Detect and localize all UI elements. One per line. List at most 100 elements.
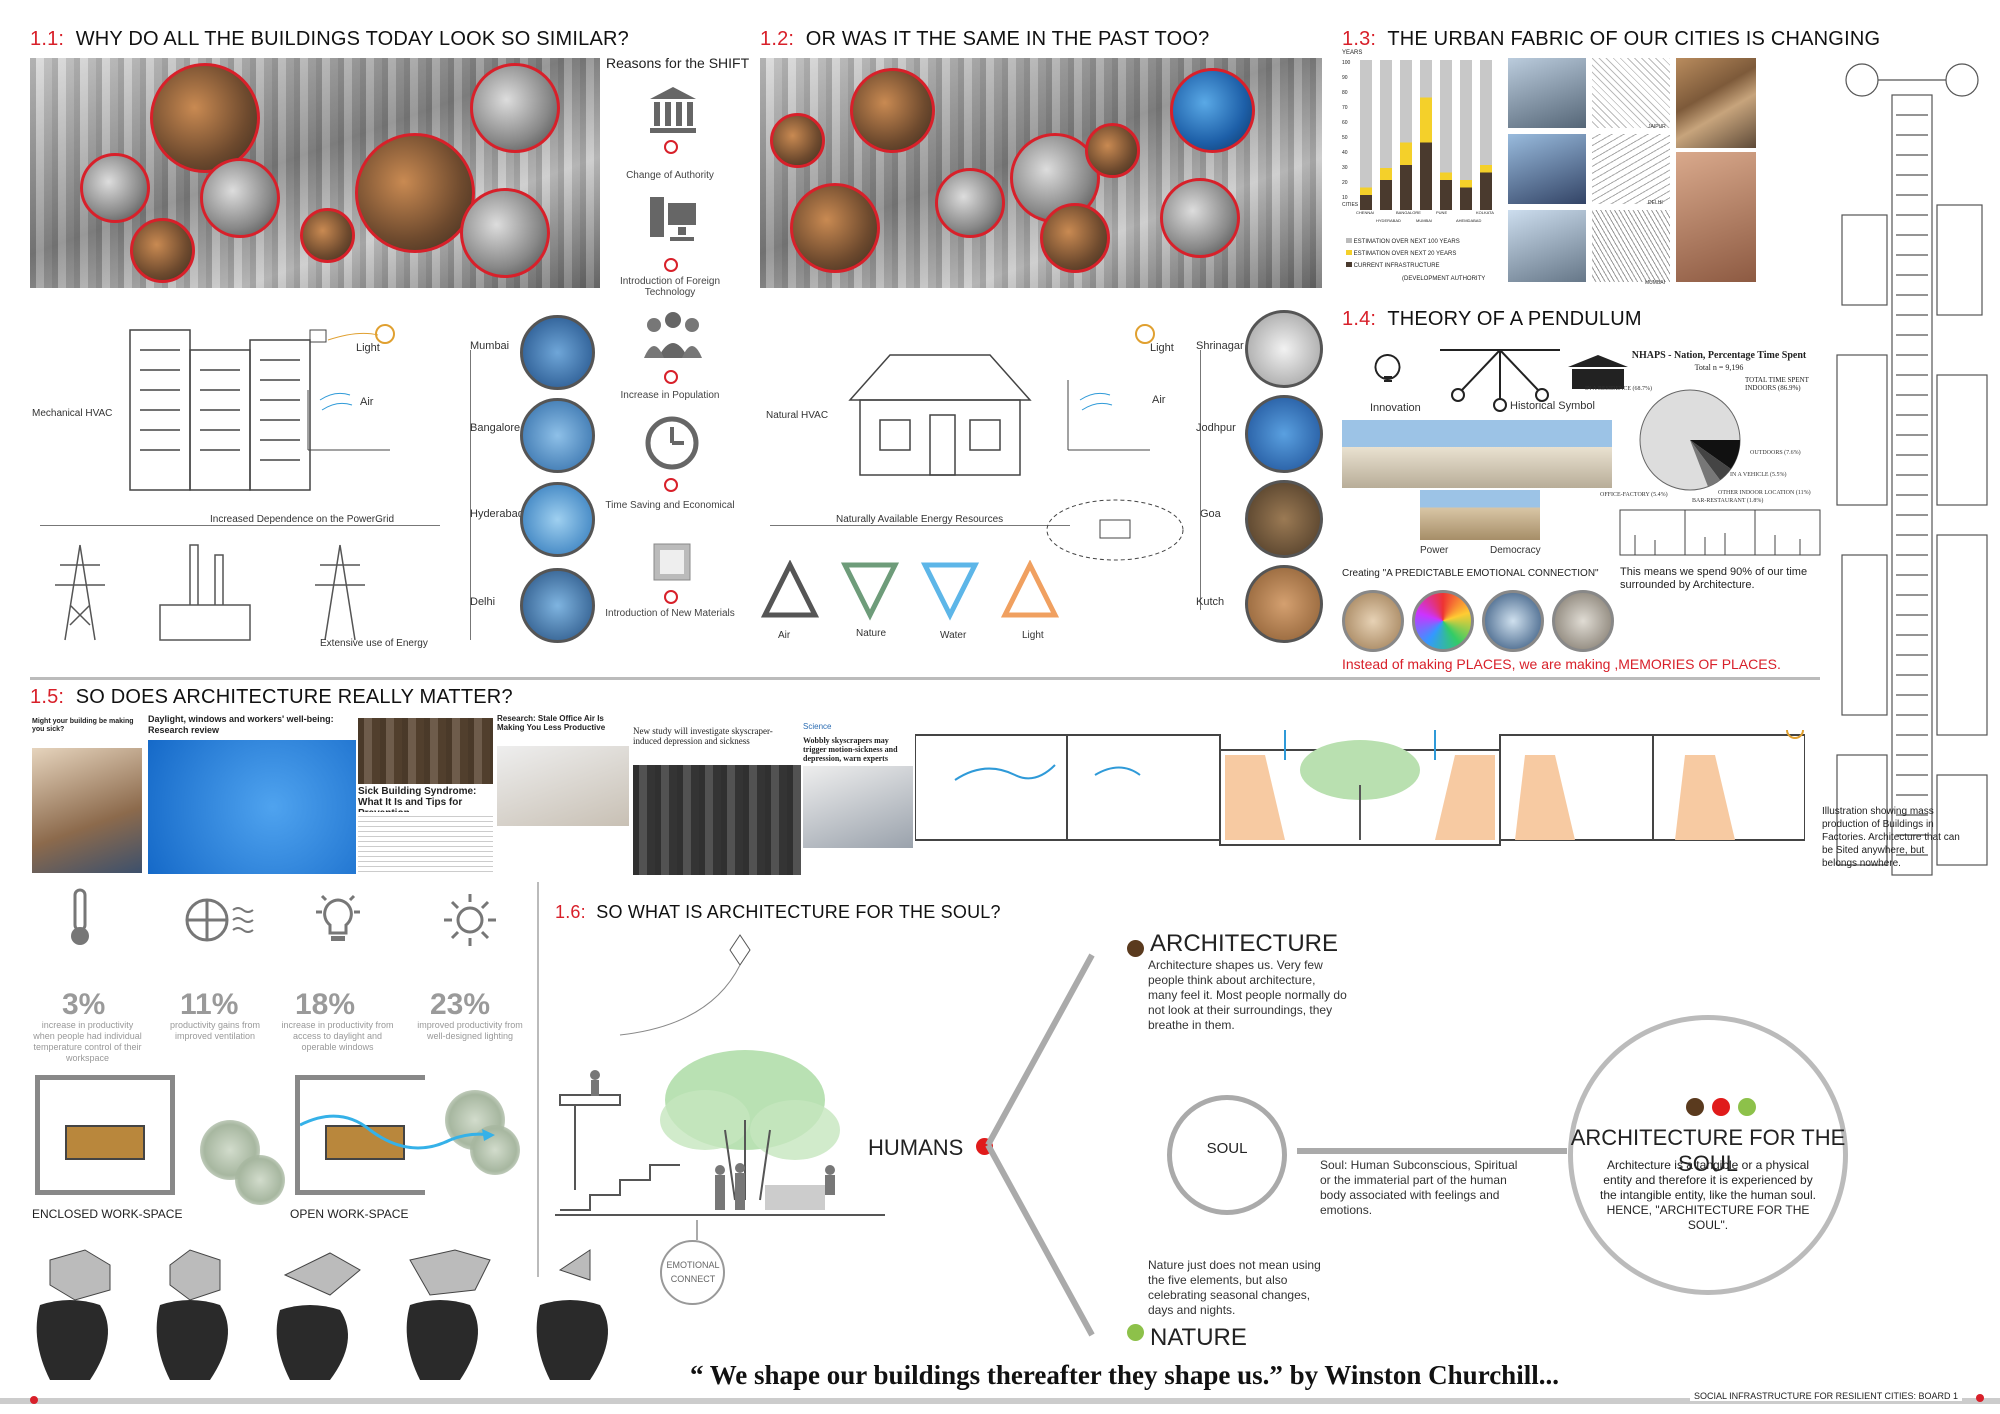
chart-bar (1360, 60, 1372, 210)
open-workspace-top (295, 1075, 425, 1080)
article-clip: Wobbly skyscrapers may trigger motion-si… (803, 736, 898, 763)
architecture-for-the-soul-circle (1568, 1015, 1848, 1295)
house-sketch (848, 354, 1032, 476)
stat-caption: improved productivity from well-designed… (417, 1020, 523, 1041)
pie-chart (1639, 389, 1741, 491)
section-1-2-title: 1.2: OR WAS IT THE SAME IN THE PAST TOO? (760, 28, 1210, 50)
memory-photo (1552, 590, 1614, 652)
city-map (1592, 58, 1670, 128)
city-label: Bangalore (470, 422, 521, 434)
innovation-label: Innovation (1370, 402, 1421, 414)
chart-bar (1440, 180, 1452, 210)
memory-photo (1412, 590, 1474, 652)
architecture-text: Architecture shapes us. Very few people … (1148, 958, 1347, 1032)
nature-heading: NATURE (1150, 1324, 1247, 1351)
shrinagar-photo (1245, 310, 1323, 388)
urban-photo (1508, 58, 1586, 128)
vertical-divider (537, 882, 539, 1277)
city-label: Hyderabad (470, 508, 524, 520)
stat-caption: increase in productivity when people had… (33, 1020, 142, 1063)
reason-label: Introduction of Foreign Technology (619, 276, 721, 298)
article-clip: Research: Stale Office Air Is Making You… (497, 714, 606, 732)
modern-energy-diagram: Mechanical HVAC Light Air Increased Depe… (30, 300, 600, 650)
section-1-5-title: 1.5: SO DOES ARCHITECTURE REALLY MATTER? (30, 686, 513, 708)
architecture-dot (1127, 940, 1144, 957)
churchill-quote: “ We shape our buildings thereafter they… (690, 1360, 1559, 1390)
elements-triangles (760, 560, 1060, 621)
element-label: Light (1022, 630, 1044, 641)
afts-heading: ARCHITECTURE FOR THE SOUL (1570, 1125, 1846, 1176)
city-label: Goa (1200, 508, 1221, 520)
chart-ylabel: YEARS (1342, 50, 1363, 56)
brown-dot (1686, 1098, 1704, 1116)
chart-bar (1460, 60, 1472, 210)
illustration-caption: Illustration showing mass production of … (1822, 806, 1960, 869)
chart-category: CHENNAI (1356, 210, 1375, 215)
emotional-connect-label: EMOTIONAL CONNECT (666, 1260, 720, 1284)
chart-category: MUMBAI (1416, 218, 1432, 223)
element-label: Air (778, 630, 791, 641)
reasons-list: Change of Authority Introduction of Fore… (605, 80, 735, 660)
chart-bar (1460, 180, 1472, 188)
section-divider (30, 677, 1820, 680)
reason-label: Change of Authority (626, 170, 714, 181)
lightbulb-icon (316, 894, 360, 941)
modern-buildings-collage (30, 58, 600, 288)
places-text: Instead of making PLACES, we are making … (1342, 656, 1781, 672)
stat-value: 18% (295, 988, 356, 1021)
nature-text: Nature just does not mean using the five… (1148, 1258, 1321, 1317)
chart-bar (1400, 165, 1412, 210)
sun-icon (444, 894, 496, 946)
footer-bar (0, 1398, 2000, 1404)
city-map (1592, 210, 1670, 282)
chart-ytick: 100 (1342, 60, 1351, 66)
pendulum-sketch (1374, 349, 1628, 412)
section-1-6-title: 1.6: SO WHAT IS ARCHITECTURE FOR THE SOU… (555, 902, 1001, 922)
humans-branches (985, 953, 1095, 1337)
hyderabad-photo (520, 482, 595, 557)
chart-xlabel: CITIES (1342, 202, 1359, 208)
chart-bar (1460, 187, 1472, 210)
enclosed-label: ENCLOSED WORK-SPACE (32, 1207, 183, 1221)
time-spent-text: This means we spend 90% of our time surr… (1620, 566, 1808, 591)
map-label: MUMBAI (1645, 280, 1665, 286)
traditional-buildings-collage (760, 58, 1322, 288)
city-label: Kutch (1196, 596, 1225, 608)
chart-ytick: 50 (1342, 135, 1348, 141)
soul-label: SOUL (1206, 1140, 1248, 1157)
open-workspace-sketch (295, 1075, 425, 1195)
parliament-photo (1342, 420, 1612, 488)
light-label: Light (1150, 342, 1174, 354)
humans-nature-sketch (555, 934, 885, 1240)
parthenon-photo (1420, 490, 1540, 540)
chart-ytick: 70 (1342, 105, 1348, 111)
computer-icon (650, 197, 696, 241)
delhi-photo (520, 568, 595, 643)
article-photo (497, 746, 629, 826)
office-section-illustration (915, 730, 1805, 850)
chart-legend: ESTIMATION OVER NEXT 100 YEARS ESTIMATIO… (1346, 236, 1460, 272)
map-label: DELHI (1648, 200, 1663, 206)
city-label: Shrinagar (1196, 340, 1244, 352)
city-label: Delhi (470, 596, 496, 608)
article-tag: Science (803, 722, 832, 731)
stat-caption: increase in productivity from access to … (281, 1020, 394, 1052)
bank-icon (650, 87, 696, 133)
city-label: Jodhpur (1196, 422, 1236, 434)
ventilation-icon (185, 898, 254, 942)
light-label: Light (356, 342, 380, 354)
pie-label: OUTDOORS (7.6%) (1750, 450, 1801, 456)
chart-source: (DEVELOPMENT AUTHORITY (1402, 276, 1486, 282)
mass-production-illustration (1832, 55, 1992, 885)
red-dot (1712, 1098, 1730, 1116)
section-1-1-title: 1.1: WHY DO ALL THE BUILDINGS TODAY LOOK… (30, 28, 629, 50)
air-label: Air (360, 396, 374, 408)
chart-category: HYDERABAD (1376, 218, 1401, 223)
footer-dot (1976, 1394, 1984, 1402)
element-label: Water (940, 630, 967, 641)
historical-label: Historical Symbol (1510, 400, 1595, 412)
democracy-label: Democracy (1490, 545, 1541, 556)
